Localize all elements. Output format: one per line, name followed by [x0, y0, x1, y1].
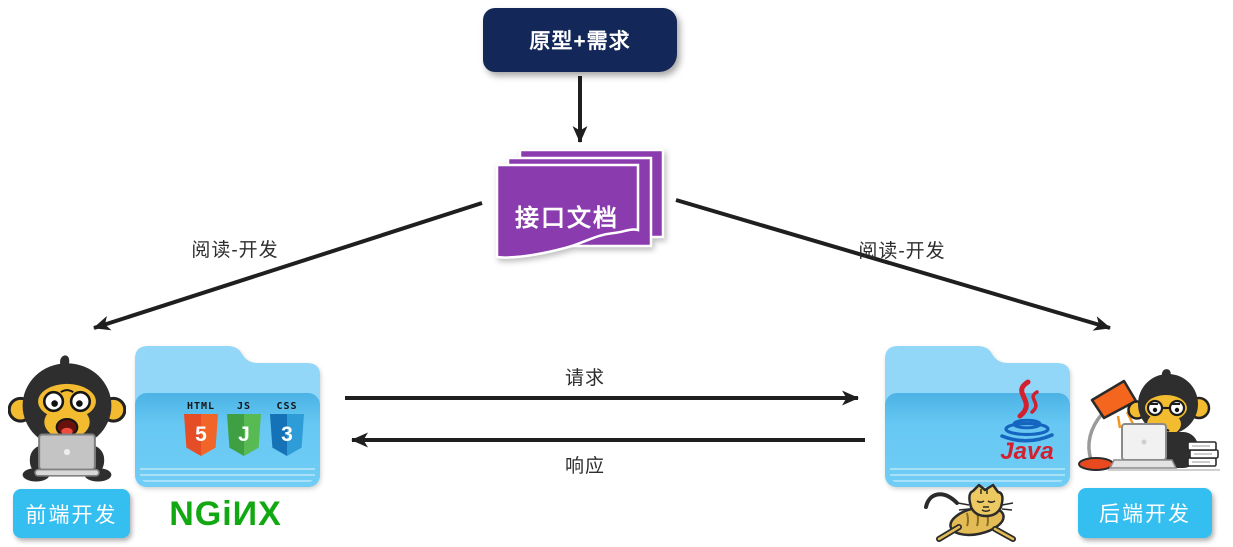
- html5-badge: HTML 5: [183, 401, 219, 456]
- tomcat-logo-icon: [924, 483, 1016, 542]
- js-shield-icon: J: [227, 414, 261, 456]
- backend-folder-icon: Java: [885, 343, 1070, 487]
- requirements-node: 原型+需求: [483, 8, 677, 72]
- html5-letter: 5: [195, 423, 207, 446]
- frontend-tag: 前端开发: [13, 489, 130, 538]
- js-banner-label: JS: [236, 401, 252, 412]
- js-letter: J: [238, 423, 250, 446]
- api-doc-node-label: 接口文档: [515, 205, 619, 232]
- css3-letter: 3: [281, 423, 293, 446]
- api-doc-stack-icon: [495, 148, 665, 259]
- js-badge: JS J: [226, 401, 262, 456]
- html5-banner-label: HTML: [186, 401, 216, 412]
- requirements-node-label: 原型+需求: [529, 30, 631, 53]
- frontend-monkey-icon: [8, 355, 126, 482]
- edge-label-read-dev-left: 阅读-开发: [191, 240, 279, 261]
- nginx-logo: NGiИX: [169, 495, 282, 533]
- folder-front-flap: [135, 393, 320, 487]
- css3-badge: CSS 3: [269, 401, 305, 456]
- frontend-tag-label: 前端开发: [25, 503, 118, 527]
- html5-shield-icon: 5: [184, 414, 218, 456]
- java-logo-icon: Java: [1000, 379, 1054, 465]
- backend-monkey-icon: [1078, 369, 1220, 471]
- web-tech-badges: HTML 5 JS J CSS 3: [183, 401, 305, 456]
- java-logo-text: Java: [1000, 438, 1053, 465]
- arrow-doc-to-frontend: [93, 201, 483, 331]
- edge-label-read-dev-right: 阅读-开发: [858, 241, 946, 262]
- frontend-folder-icon: HTML 5 JS J CSS 3: [135, 343, 320, 487]
- css3-banner-label: CSS: [276, 401, 298, 412]
- arrow-doc-to-backend: [675, 198, 1111, 331]
- backend-tag-label: 后端开发: [1099, 503, 1191, 526]
- css3-shield-icon: 3: [270, 414, 304, 456]
- backend-tag: 后端开发: [1078, 488, 1212, 538]
- edge-label-request: 请求: [564, 368, 605, 389]
- edge-label-response: 响应: [564, 456, 605, 477]
